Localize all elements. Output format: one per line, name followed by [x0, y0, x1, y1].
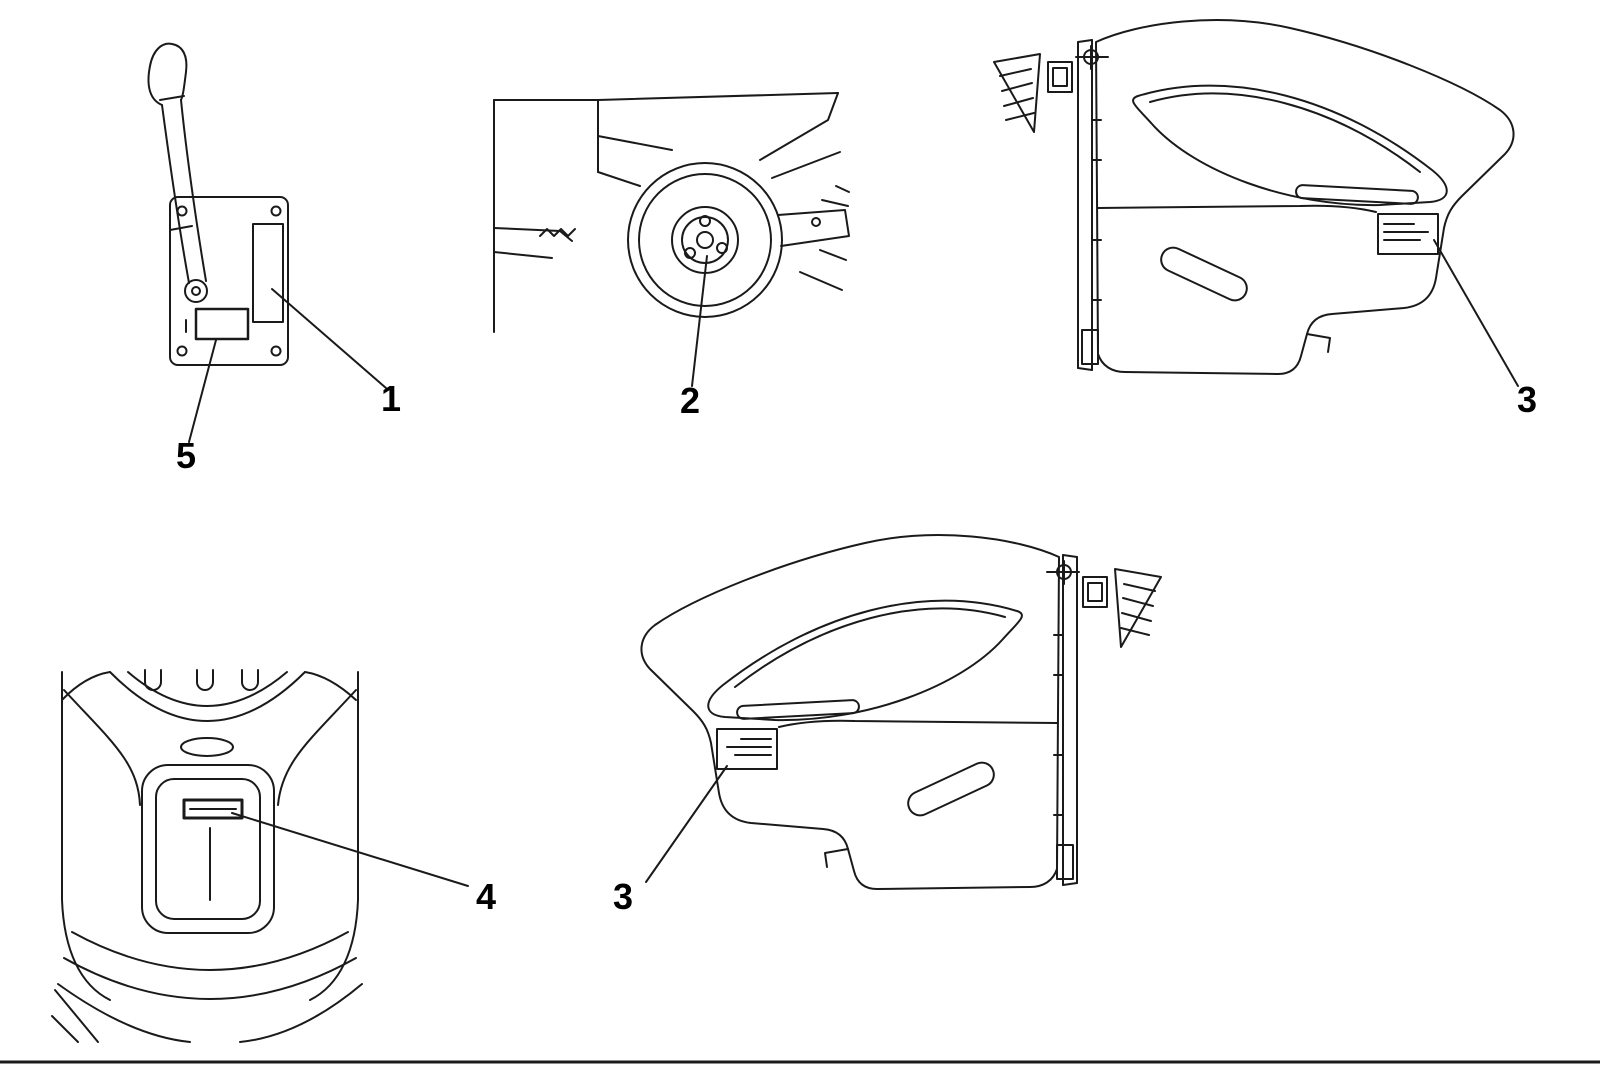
callout-5-label: 5 — [175, 435, 197, 476]
figure-head-front-view — [51, 669, 363, 1043]
figure-lever-plate — [147, 42, 289, 366]
figure-tank-left-view — [640, 534, 1162, 890]
callout-3-left-label: 3 — [612, 876, 634, 917]
callout-3-right-label: 3 — [1516, 379, 1538, 420]
callout-4-label: 4 — [475, 876, 497, 917]
leader-line-3-right — [1433, 239, 1519, 387]
leader-line-2 — [691, 255, 708, 387]
leader-line-3-left — [645, 765, 728, 883]
figure-wheel-detail — [493, 92, 850, 333]
leader-line-1 — [271, 288, 387, 389]
callout-1-label: 1 — [380, 378, 402, 419]
callout-2-label: 2 — [679, 380, 701, 421]
leader-line-4 — [231, 812, 469, 887]
leader-line-5 — [188, 339, 217, 443]
figure-tank-right-view — [993, 19, 1515, 375]
